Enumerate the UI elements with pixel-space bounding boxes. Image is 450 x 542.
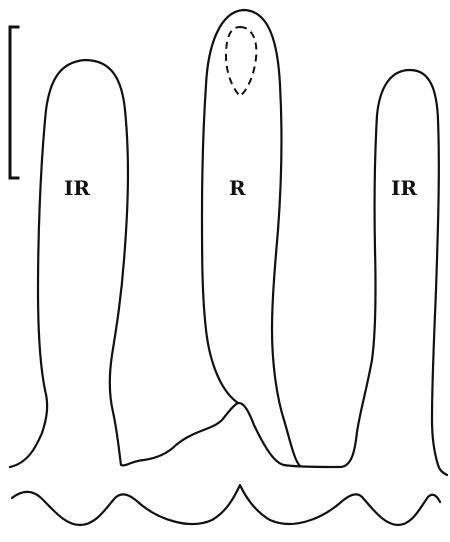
left-finger-outline [10, 60, 447, 475]
left-finger-label: IR [64, 178, 90, 198]
dashed-oval-marker [226, 27, 256, 96]
scale-bar [10, 27, 18, 178]
right-finger-label: IR [391, 178, 417, 198]
center-finger-label: R [229, 178, 246, 198]
lower-wavy-contour [12, 485, 440, 525]
